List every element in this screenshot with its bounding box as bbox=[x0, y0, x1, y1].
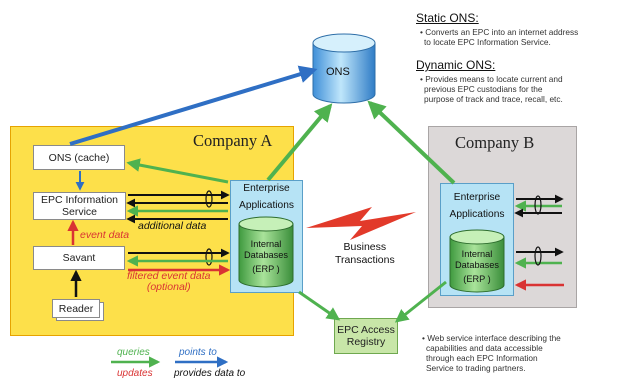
epc-access-line2: Registry bbox=[346, 336, 386, 348]
dynamic-ons-title: Dynamic ONS: bbox=[416, 58, 496, 72]
green-arrow-a-to-ons bbox=[266, 103, 333, 182]
legend-updates-label: updates bbox=[117, 368, 153, 379]
ons-label: ONS bbox=[326, 66, 350, 78]
web-service-line4: Service to trading partners. bbox=[426, 363, 526, 373]
savant-label: Savant bbox=[62, 252, 96, 264]
static-ons-text: • Converts an EPC into an internet addre… bbox=[420, 27, 578, 47]
savant-box: Savant bbox=[33, 246, 125, 270]
company-b-database-cylinder bbox=[449, 229, 505, 293]
company-a-enterprise-line2: Applications bbox=[239, 199, 294, 211]
epc-is-label-line1: EPC Information bbox=[40, 194, 119, 206]
dynamic-ons-line3: purpose of track and trace, recall, etc. bbox=[424, 94, 563, 104]
reader-box: Reader bbox=[52, 299, 100, 318]
connector-a-bottom bbox=[205, 248, 213, 266]
business-line1: Business bbox=[343, 241, 387, 253]
green-arrow-b-to-ons bbox=[367, 100, 456, 185]
filtered-line2: (optional) bbox=[146, 281, 191, 293]
legend-points-label: points to bbox=[179, 347, 217, 358]
legend-queries-label: queries bbox=[117, 347, 150, 358]
event-data-label: event data bbox=[80, 229, 130, 241]
company-a-enterprise-line1: Enterprise bbox=[243, 183, 290, 194]
company-b-enterprise-line2: Applications bbox=[449, 208, 505, 220]
company-b-db-line2: Databases bbox=[455, 260, 499, 270]
web-service-line1: • Web service interface describing the bbox=[422, 333, 561, 343]
company-b-db-line3: (ERP ) bbox=[463, 274, 491, 284]
company-b-enterprise-label: Enterprise Applications bbox=[440, 192, 514, 221]
company-a-enterprise-label: Enterprise Applications bbox=[230, 183, 303, 212]
blue-arrow-company-to-ons bbox=[69, 65, 318, 146]
dynamic-ons-line1: • Provides means to locate current and bbox=[420, 74, 563, 84]
ons-cache-box: ONS (cache) bbox=[33, 145, 125, 170]
additional-data-label: additional data bbox=[138, 220, 207, 232]
green-arrow-to-ons-cache bbox=[126, 158, 229, 184]
company-b-title: Company B bbox=[455, 133, 535, 152]
static-ons-line1: • Converts an EPC into an internet addre… bbox=[420, 27, 579, 37]
dynamic-ons-line2: previous EPC custodians for the bbox=[424, 84, 543, 94]
epc-information-service-box: EPC Information Service bbox=[33, 192, 126, 220]
green-arrow-b-to-registry bbox=[394, 280, 447, 323]
green-arrow-a-to-registry bbox=[298, 290, 341, 321]
web-service-line2: capabilities and data accessible bbox=[426, 343, 543, 353]
ons-cache-label: ONS (cache) bbox=[48, 151, 110, 164]
static-ons-title: Static ONS: bbox=[416, 11, 479, 25]
epc-is-label-line2: Service bbox=[61, 206, 97, 218]
business-transactions-bolt bbox=[306, 207, 416, 240]
filtered-line1: filtered event data bbox=[127, 270, 211, 282]
web-service-note: • Web service interface describing the c… bbox=[422, 333, 561, 373]
company-b-db-label: Internal Databases (ERP ) bbox=[450, 249, 504, 285]
epc-access-registry-box: EPC Access Registry bbox=[334, 318, 398, 354]
business-transactions-label: Business Transactions bbox=[335, 241, 395, 267]
ons-cylinder bbox=[312, 33, 376, 104]
web-service-line3: through each EPC Information bbox=[426, 353, 538, 363]
company-a-db-line3: (ERP ) bbox=[252, 264, 280, 274]
reader-label: Reader bbox=[58, 302, 94, 315]
company-b-db-line1: Internal bbox=[461, 249, 493, 259]
company-a-title: Company A bbox=[193, 131, 273, 150]
static-ons-line2: to locate EPC Information Service. bbox=[424, 37, 551, 47]
dynamic-ons-text: • Provides means to locate current and p… bbox=[420, 74, 563, 104]
filtered-event-data-label: filtered event data (optional) bbox=[127, 271, 210, 293]
company-a-database-cylinder bbox=[238, 216, 294, 288]
company-a-db-line1: Internal bbox=[250, 239, 282, 249]
company-a-db-line2: Databases bbox=[244, 250, 288, 260]
connector-b-bottom bbox=[534, 246, 542, 266]
connector-a-top bbox=[205, 190, 213, 208]
company-b-enterprise-line1: Enterprise bbox=[453, 192, 501, 203]
legend-provides-label: provides data to bbox=[174, 368, 246, 379]
connector-b-top bbox=[534, 195, 542, 215]
epc-access-line1: EPC Access bbox=[337, 324, 395, 336]
company-a-db-label: Internal Databases (ERP ) bbox=[239, 239, 293, 275]
business-line2: Transactions bbox=[335, 254, 395, 266]
